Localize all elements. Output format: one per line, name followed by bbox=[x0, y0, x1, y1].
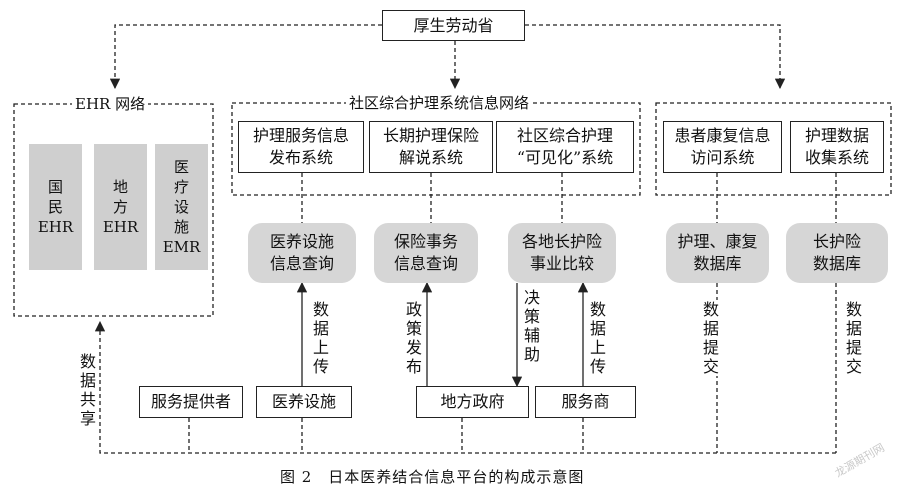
service-info-system: 护理服务信息 发布系统 bbox=[238, 121, 364, 173]
facility-emr-block: 医 疗 设 施 EMR bbox=[155, 144, 208, 270]
data-share-bus bbox=[94, 320, 836, 454]
ministry-to-ehr-line bbox=[109, 24, 382, 90]
insurance-explain-system: 长期护理保险 解说系统 bbox=[369, 121, 493, 173]
care-data-collect-system: 护理数据 收集系统 bbox=[790, 121, 884, 173]
facility-query-db: 医养设施 信息查询 bbox=[248, 223, 356, 283]
label-policy-release: 政策发布 bbox=[405, 300, 423, 376]
right-systems-frame bbox=[655, 102, 892, 196]
rehab-access-system: 患者康复信息 访问系统 bbox=[663, 121, 782, 173]
label-data-share: 数据共享 bbox=[79, 352, 97, 428]
ministry-box: 厚生劳动省 bbox=[382, 10, 525, 41]
label-data-upload-1: 数据上传 bbox=[312, 300, 330, 376]
local-government-box: 地方政府 bbox=[416, 386, 529, 418]
insurance-query-db: 保险事务 信息查询 bbox=[374, 223, 478, 283]
label-decision-support: 决策辅助 bbox=[523, 288, 541, 364]
label-data-upload-2: 数据上传 bbox=[589, 300, 607, 376]
ministry-to-right-line bbox=[525, 24, 786, 90]
community-network-title: 社区综合护理系统信息网络 bbox=[346, 94, 533, 112]
figure-caption: 图 2 日本医养结合信息平台的构成示意图 bbox=[280, 468, 585, 486]
visualization-system: 社区综合护理 “可见化”系统 bbox=[496, 121, 634, 173]
regional-ehr-block: 地 方 EHR bbox=[94, 144, 147, 270]
label-data-submit-1: 数据提交 bbox=[702, 300, 720, 376]
service-provider-box: 服务提供者 bbox=[139, 386, 243, 418]
national-ehr-block: 国 民 EHR bbox=[29, 144, 82, 270]
care-rehab-db: 护理、康复 数据库 bbox=[666, 223, 769, 283]
ehr-network-title: EHR 网络 bbox=[72, 95, 149, 113]
care-facility-box: 医养设施 bbox=[256, 386, 352, 418]
regional-comparison-db: 各地长护险 事业比较 bbox=[508, 223, 616, 283]
label-data-submit-2: 数据提交 bbox=[845, 300, 863, 376]
service-company-box: 服务商 bbox=[535, 386, 636, 418]
ltc-insurance-db: 长护险 数据库 bbox=[786, 223, 888, 283]
